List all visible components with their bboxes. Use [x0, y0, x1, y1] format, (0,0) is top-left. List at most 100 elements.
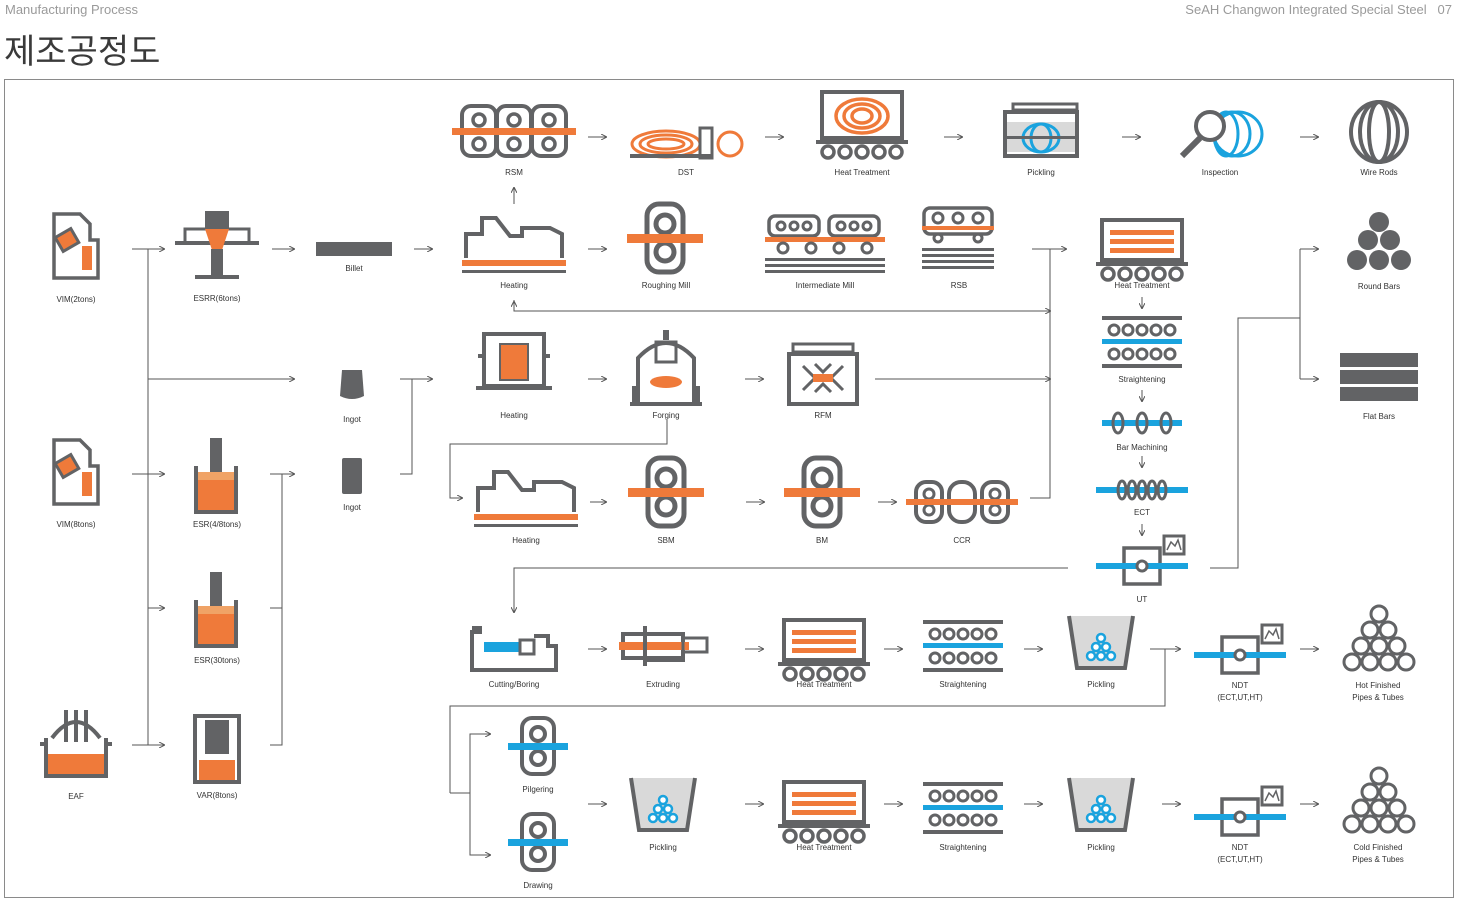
label-rsb: RSB — [951, 281, 967, 290]
label-vim8: VIM(8tons) — [56, 520, 95, 529]
rsm-icon — [452, 104, 576, 158]
straightening-pipe-icon — [921, 780, 1005, 836]
pickling-wire-icon — [1003, 102, 1079, 158]
pickling-tank-icon — [629, 776, 697, 832]
drawing-icon — [508, 812, 568, 872]
heating-furnace-icon — [460, 216, 568, 275]
rfm-icon — [787, 342, 859, 406]
label-heating: Heating — [500, 411, 528, 420]
label-cold-pipes: Pipes & Tubes — [1352, 855, 1404, 864]
label-ht-wire: Heat Treatment — [834, 168, 890, 177]
label-hot-finished: Hot Finished — [1356, 681, 1401, 690]
section-name: Manufacturing Process — [5, 2, 138, 17]
label-flat-bars: Flat Bars — [1363, 412, 1395, 421]
label-rsm: RSM — [505, 168, 523, 177]
label-pick-pipe: Pickling — [1087, 680, 1115, 689]
sbm-icon — [628, 458, 704, 526]
label-esr30: ESR(30tons) — [194, 656, 240, 665]
forging-press-icon — [630, 330, 702, 406]
label-forging: Forging — [652, 411, 679, 420]
label-round-bars: Round Bars — [1358, 282, 1400, 291]
label-wire-rods: Wire Rods — [1360, 168, 1397, 177]
label-pick-pipe: Pickling — [1087, 843, 1115, 852]
label-ccr: CCR — [953, 536, 971, 545]
diagram-frame — [4, 79, 1454, 898]
ut-icon — [1094, 534, 1190, 586]
label-esr48: ESR(4/8tons) — [193, 520, 241, 529]
label-ndt-detail: (ECT,UT,HT) — [1217, 855, 1263, 864]
rsb-icon — [922, 206, 994, 269]
var-icon — [193, 714, 241, 784]
label-intermediate: Intermediate Mill — [796, 281, 855, 290]
esrr-icon — [175, 211, 259, 279]
ndt-icon — [1192, 623, 1288, 675]
label-inspection: Inspection — [1202, 168, 1238, 177]
label-eaf: EAF — [68, 792, 84, 801]
straightening-bar-icon — [1100, 314, 1184, 370]
extruding-icon — [619, 626, 709, 666]
ccr-icon — [906, 480, 1018, 524]
label-roughing: Roughing Mill — [642, 281, 691, 290]
label-ingot: Ingot — [343, 503, 362, 512]
pilgering-icon — [508, 716, 568, 776]
label-dst: DST — [678, 168, 694, 177]
label-ingot: Ingot — [343, 415, 362, 424]
label-ndt: NDT — [1232, 681, 1249, 690]
label-drawing: Drawing — [523, 881, 552, 890]
billet-icon — [316, 242, 392, 256]
pickling-tank-icon — [1067, 776, 1135, 832]
label-straight-pipe: Straightening — [939, 843, 986, 852]
heat-treatment-bar-icon — [1096, 220, 1188, 280]
label-rfm: RFM — [814, 411, 832, 420]
label-vim2: VIM(2tons) — [56, 295, 95, 304]
page-number: 07 — [1437, 2, 1452, 17]
label-pick-pipe: Pickling — [649, 843, 677, 852]
dst-icon — [630, 126, 744, 160]
round-bars-icon — [1347, 212, 1411, 270]
heating-furnace-icon — [476, 332, 552, 390]
label-billet: Billet — [345, 264, 363, 273]
ect-icon — [1096, 479, 1188, 501]
label-ut: UT — [1137, 595, 1148, 604]
label-ht-bar: Heat Treatment — [1114, 281, 1170, 290]
label-ect: ECT — [1134, 508, 1150, 517]
cutting-boring-icon — [470, 626, 558, 672]
label-esrr: ESRR(6tons) — [193, 294, 240, 303]
node-labels: VIM(2tons) VIM(8tons) EAF ESRR(6tons) ES… — [56, 168, 1403, 890]
roughing-mill-icon — [627, 204, 703, 272]
straightening-pipe-icon — [921, 618, 1005, 674]
eaf-furnace-icon — [40, 710, 112, 778]
ingot-icon — [342, 458, 362, 494]
label-pilgering: Pilgering — [522, 785, 553, 794]
label-hot-pipes: Pipes & Tubes — [1352, 693, 1404, 702]
cold-finished-pipes-icon — [1342, 766, 1416, 834]
vim-furnace-icon — [52, 438, 100, 506]
label-extruding: Extruding — [646, 680, 680, 689]
esr-mould-icon — [194, 570, 238, 648]
hot-finished-pipes-icon — [1342, 604, 1416, 672]
label-heating: Heating — [512, 536, 540, 545]
label-straight-pipe: Straightening — [939, 680, 986, 689]
bar-machining-icon — [1102, 411, 1182, 435]
label-straight-bar: Straightening — [1118, 375, 1165, 384]
esr-mould-icon — [194, 436, 238, 514]
label-bar-machining: Bar Machining — [1116, 443, 1167, 452]
brand-name: SeAH Changwon Integrated Special Steel — [1185, 2, 1427, 17]
heating-furnace-icon — [472, 470, 580, 529]
label-sbm: SBM — [657, 536, 675, 545]
brand-page: SeAH Changwon Integrated Special Steel 0… — [1185, 2, 1452, 17]
label-pick-wire: Pickling — [1027, 168, 1055, 177]
heat-treatment-wire-icon — [814, 90, 910, 160]
label-bm: BM — [816, 536, 828, 545]
label-heating: Heating — [500, 281, 528, 290]
pickling-tank-icon — [1067, 614, 1135, 670]
ndt-icon — [1192, 785, 1288, 837]
intermediate-mill-icon — [765, 214, 885, 273]
heat-treatment-pipe-icon — [778, 782, 870, 842]
label-ht-pipe: Heat Treatment — [796, 680, 852, 689]
ingot-icon — [340, 370, 364, 399]
bm-icon — [784, 458, 860, 526]
vim-furnace-icon — [52, 212, 100, 280]
wire-rods-icon — [1349, 100, 1409, 164]
